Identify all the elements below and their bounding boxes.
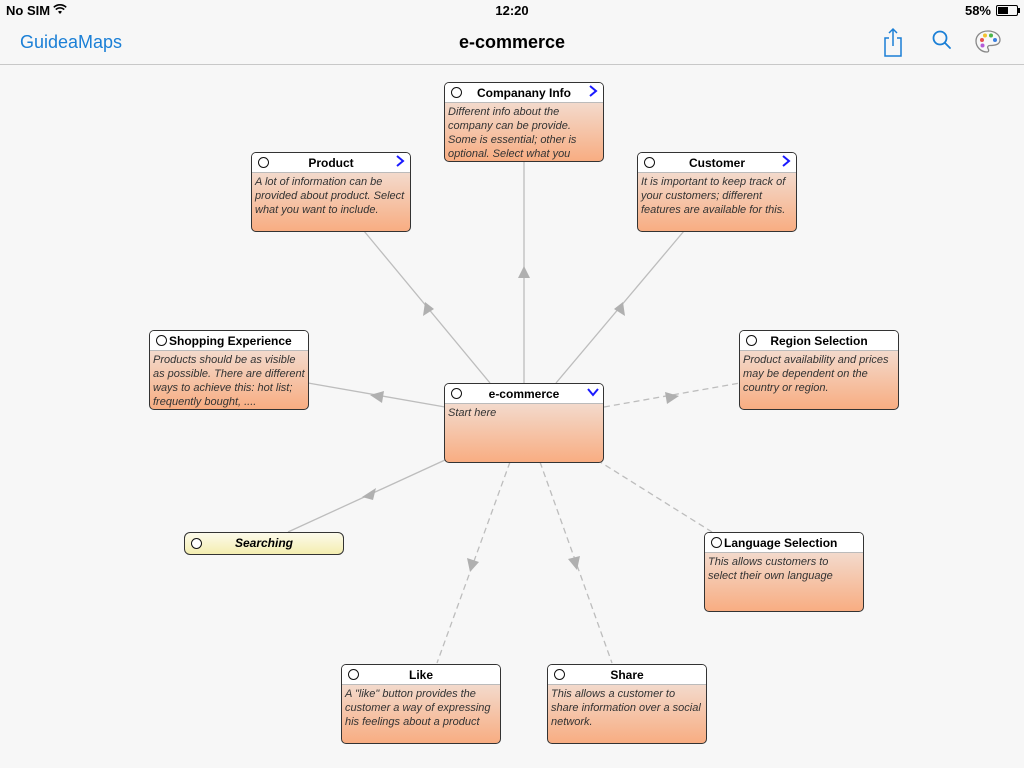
back-button[interactable]: GuideaMaps bbox=[20, 32, 123, 52]
palette-icon bbox=[975, 30, 1001, 53]
chevron-right-icon[interactable] bbox=[587, 84, 599, 98]
node-title: e-commerce bbox=[488, 387, 560, 401]
node-toggle-icon[interactable] bbox=[156, 335, 167, 346]
node-description: A lot of information can be provided abo… bbox=[255, 176, 405, 216]
node-description: Products should be as visible as possibl… bbox=[153, 354, 305, 408]
carrier-label: No SIM bbox=[6, 3, 51, 18]
connector-like bbox=[436, 461, 511, 664]
clock: 12:20 bbox=[495, 3, 529, 18]
node-toggle-icon[interactable] bbox=[191, 538, 202, 549]
node-toggle-icon[interactable] bbox=[451, 388, 462, 399]
node-toggle-icon[interactable] bbox=[451, 87, 462, 98]
arrow-customer bbox=[614, 302, 625, 316]
palette-button[interactable] bbox=[972, 26, 1004, 58]
chevron-right-icon[interactable] bbox=[394, 154, 406, 168]
connector-share bbox=[539, 461, 613, 664]
node-description: Start here bbox=[448, 407, 497, 419]
wifi-icon bbox=[53, 3, 67, 18]
arrow-like bbox=[467, 558, 479, 572]
search-button[interactable] bbox=[926, 26, 958, 58]
arrow-shopping bbox=[370, 391, 384, 403]
node-toggle-icon[interactable] bbox=[746, 335, 757, 346]
node-company-info[interactable]: Companany Info Different info about the … bbox=[444, 82, 604, 162]
node-language-selection[interactable]: Language Selection This allows customers… bbox=[704, 532, 864, 612]
node-title: Shopping Experience bbox=[169, 334, 292, 348]
node-toggle-icon[interactable] bbox=[644, 157, 655, 168]
search-icon bbox=[932, 30, 951, 49]
node-title: Like bbox=[408, 668, 433, 682]
node-title: Customer bbox=[688, 156, 745, 170]
arrow-region bbox=[665, 392, 679, 404]
chevron-right-icon[interactable] bbox=[780, 154, 792, 168]
node-share[interactable]: Share This allows a customer to share in… bbox=[547, 664, 707, 744]
battery-percent: 58% bbox=[964, 3, 991, 18]
node-ecommerce-root[interactable]: e-commerce Start here bbox=[444, 383, 604, 463]
node-toggle-icon[interactable] bbox=[258, 157, 269, 168]
node-title: Searching bbox=[234, 536, 294, 550]
node-toggle-icon[interactable] bbox=[348, 669, 359, 680]
node-product[interactable]: Product A lot of information can be prov… bbox=[251, 152, 411, 232]
connector-language bbox=[596, 459, 713, 533]
node-description: Different info about the company can be … bbox=[448, 106, 577, 160]
node-description: This allows a customer to share informat… bbox=[551, 688, 701, 728]
page-title: e-commerce bbox=[458, 32, 566, 52]
node-title: Share bbox=[610, 668, 644, 682]
mind-map-canvas[interactable]: Companany Info Different info about the … bbox=[0, 65, 1024, 768]
node-customer[interactable]: Customer It is important to keep track o… bbox=[637, 152, 797, 232]
share-button[interactable] bbox=[877, 26, 909, 58]
node-shopping-experience[interactable]: Shopping Experience Products should be a… bbox=[149, 330, 309, 410]
arrow-product bbox=[423, 302, 434, 316]
arrow-share bbox=[568, 556, 580, 570]
share-icon bbox=[884, 27, 902, 57]
battery-icon bbox=[996, 5, 1020, 16]
node-toggle-icon[interactable] bbox=[711, 537, 722, 548]
node-description: Product availability and prices may be d… bbox=[743, 354, 889, 394]
node-title: Product bbox=[308, 156, 354, 170]
arrow-company-info bbox=[518, 266, 530, 278]
status-bar: No SIM 12:20 58% bbox=[0, 0, 1024, 20]
connector-region bbox=[603, 382, 741, 408]
node-title: Language Selection bbox=[724, 536, 838, 550]
node-title: Companany Info bbox=[476, 86, 571, 100]
node-description: A "like" button provides the customer a … bbox=[345, 688, 491, 728]
navigation-bar: GuideaMaps e-commerce bbox=[0, 20, 1024, 65]
node-title: Region Selection bbox=[770, 334, 868, 348]
node-region-selection[interactable]: Region Selection Product availability an… bbox=[739, 330, 899, 410]
arrow-searching bbox=[362, 488, 376, 500]
node-searching[interactable]: Searching bbox=[184, 532, 344, 555]
node-toggle-icon[interactable] bbox=[554, 669, 565, 680]
connector-layer bbox=[287, 161, 741, 664]
node-description: It is important to keep track of your cu… bbox=[641, 176, 786, 216]
chevron-down-icon[interactable] bbox=[587, 385, 599, 399]
node-like[interactable]: Like A "like" button provides the custom… bbox=[341, 664, 501, 744]
node-description: This allows customers to select their ow… bbox=[708, 556, 833, 582]
